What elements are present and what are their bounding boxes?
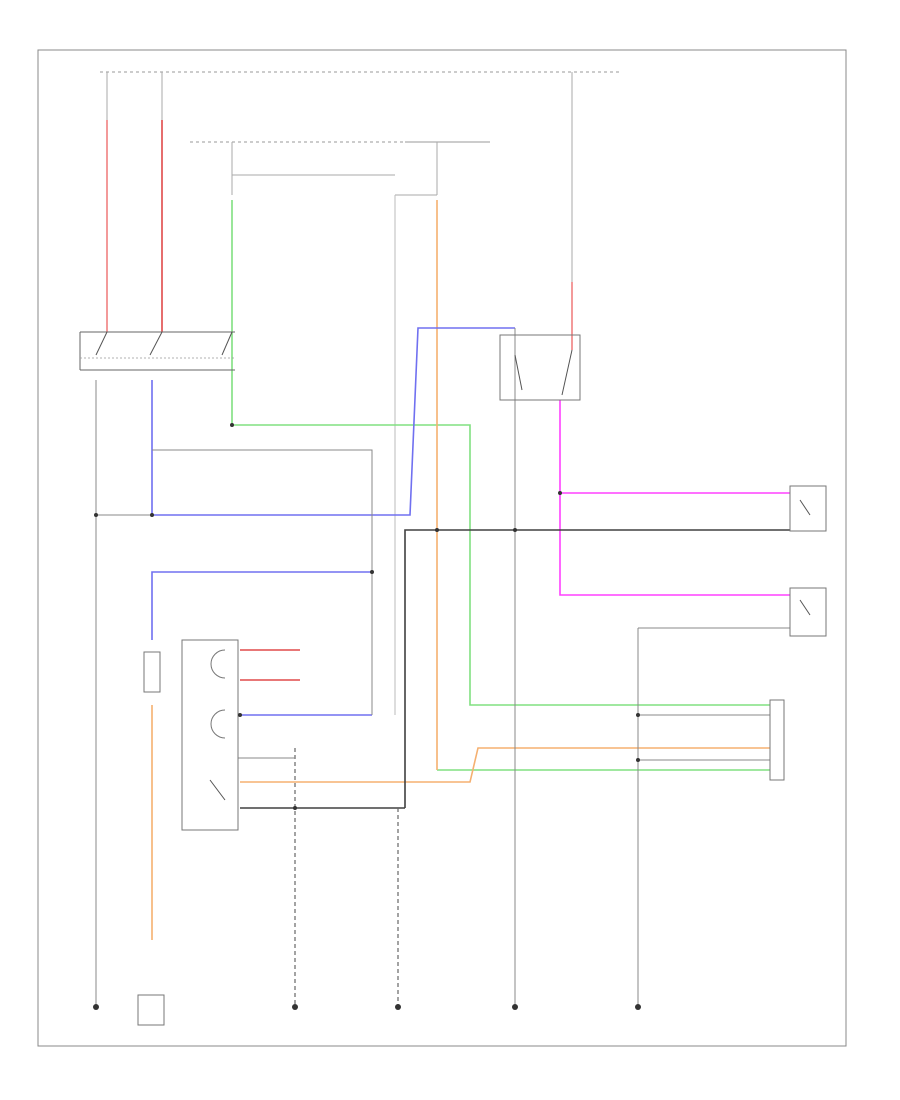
splice-dots (94, 423, 640, 810)
pink-wires (559, 400, 790, 596)
green-wires (231, 200, 770, 771)
diagram-frame (37, 49, 847, 1047)
orange-wires (151, 200, 770, 940)
ground-symbols (93, 1004, 641, 1010)
left-switch-block (79, 331, 235, 371)
right-relays (769, 485, 827, 781)
red-wires (106, 120, 573, 350)
blue-wires (151, 327, 515, 716)
black-wires (95, 328, 790, 1005)
left-inline-component (137, 651, 165, 1026)
right-switch-block (499, 334, 581, 401)
gray-feeds (106, 72, 573, 715)
mirror-motor-component (181, 639, 300, 831)
top-fuse-rails (100, 71, 620, 143)
